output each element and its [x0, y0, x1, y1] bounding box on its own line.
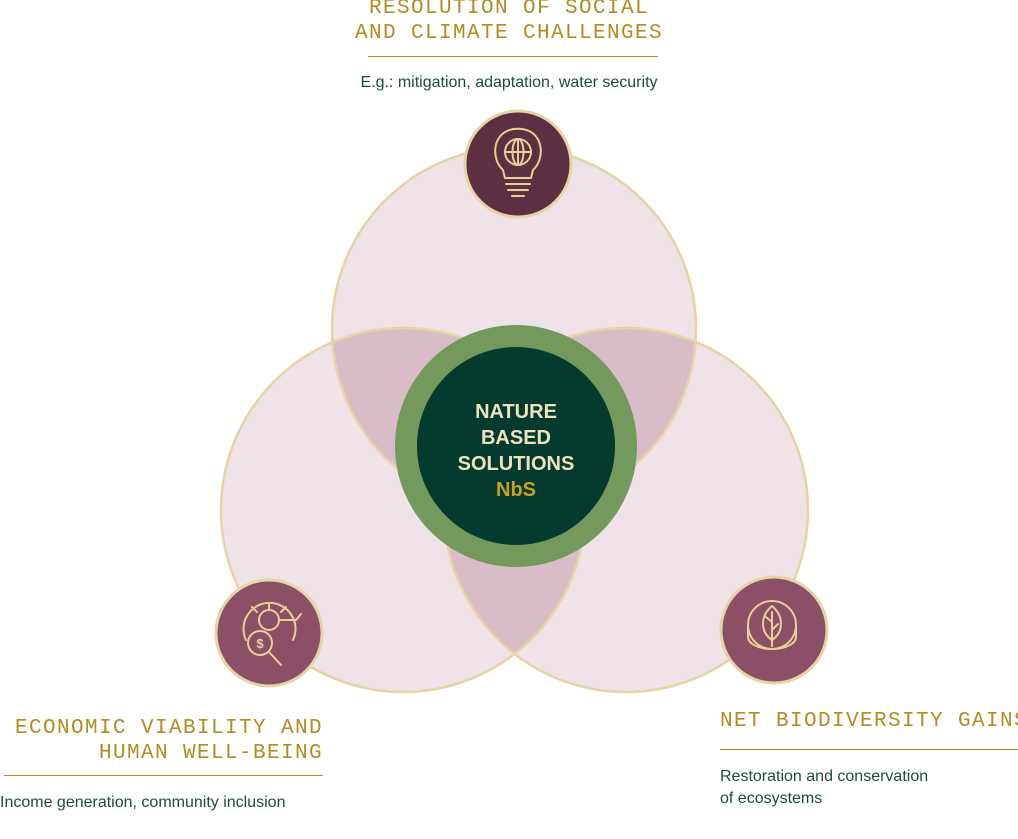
pillar-top-description: E.g.: mitigation, adaptation, water secu…	[360, 74, 658, 91]
pillar-right-divider	[720, 749, 1018, 750]
pillar-right-title: NET BIODIVERSITY GAINS	[720, 710, 1018, 733]
pillar-left-divider	[4, 775, 323, 776]
pillar-right-description-line1: Restoration and conservation	[720, 768, 929, 785]
center-label-line3: SOLUTIONS	[458, 453, 575, 475]
pillar-top-title-line1: RESOLUTION OF SOCIAL	[368, 0, 650, 20]
pillar-right-description: Restoration and conservation of ecosyste…	[720, 766, 1018, 810]
pillar-top-title: RESOLUTION OF SOCIAL AND CLIMATE CHALLEN…	[0, 0, 1018, 46]
center-disc	[417, 347, 615, 545]
pillar-left-title: ECONOMIC VIABILITY AND HUMAN WELL-BEING	[0, 716, 323, 766]
leaf-coin-icon	[719, 575, 829, 685]
dollar-magnifier-chart-icon: $	[214, 578, 324, 688]
pillar-top-title-line2: AND CLIMATE CHALLENGES	[354, 22, 664, 45]
pillar-left-description: Income generation, community inclusion	[0, 794, 286, 811]
pillar-left-title-line1: ECONOMIC VIABILITY AND	[14, 717, 323, 740]
center-acronym: NbS	[496, 479, 536, 501]
svg-text:$: $	[256, 636, 264, 651]
pillar-left-title-line2: HUMAN WELL-BEING	[98, 742, 323, 765]
pillar-right-description-line2: of ecosystems	[720, 790, 823, 807]
pillar-top-divider	[368, 56, 658, 57]
lightbulb-globe-icon	[463, 109, 573, 219]
center-label-line1: NATURE	[475, 401, 557, 423]
center-label-line2: BASED	[481, 427, 551, 449]
